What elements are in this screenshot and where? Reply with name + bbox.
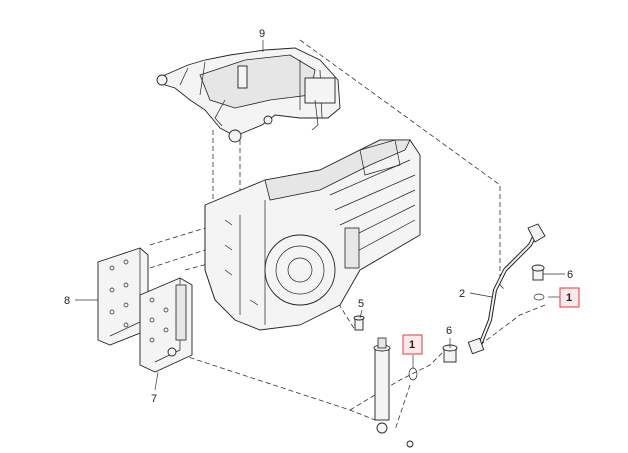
upper-hitch-assembly [156, 47, 341, 143]
callout-1-lower: 1 [409, 339, 415, 351]
callout-6-lower: 6 [446, 325, 452, 337]
callout-1-lower-box[interactable]: 1 [402, 334, 423, 355]
hydraulic-cylinder [373, 337, 414, 448]
leader-lines [75, 40, 565, 391]
callout-5: 5 [358, 298, 364, 310]
side-plate-right [139, 277, 193, 373]
seal-ring-upper [533, 293, 545, 301]
callout-9: 9 [259, 28, 265, 40]
hydraulic-pipe [467, 223, 546, 355]
callout-1-upper-box[interactable]: 1 [559, 287, 580, 308]
callout-1-upper: 1 [566, 292, 572, 304]
callout-8: 8 [64, 295, 70, 307]
seal-ring-lower [408, 367, 418, 381]
callout-6-upper: 6 [567, 269, 573, 281]
bolt [353, 315, 365, 331]
fitting-upper [531, 264, 545, 281]
callout-2: 2 [459, 288, 465, 300]
transmission-housing [204, 139, 421, 331]
callout-7: 7 [151, 393, 157, 405]
